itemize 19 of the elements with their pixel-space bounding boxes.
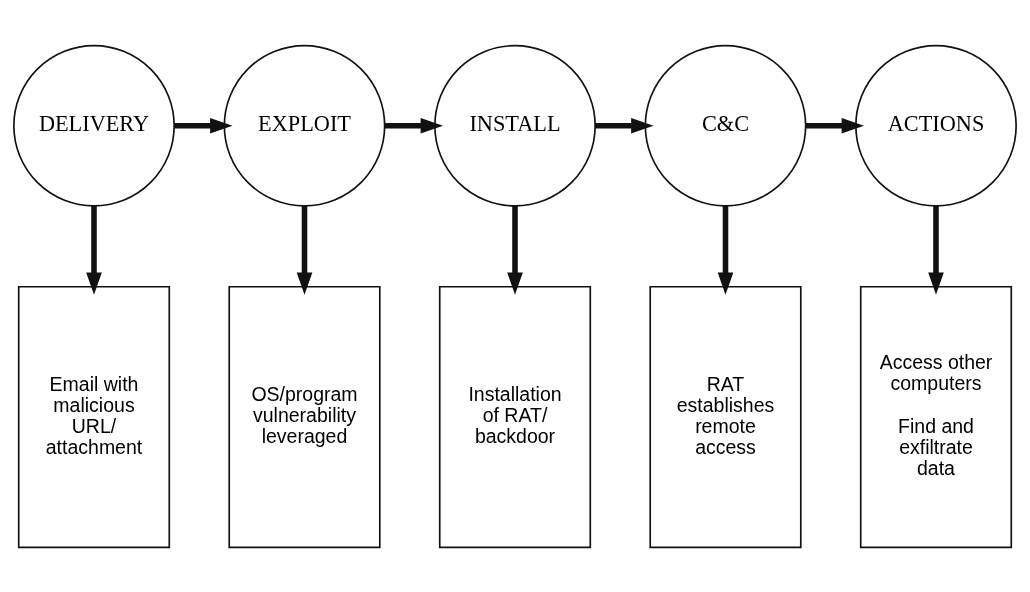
arrow bbox=[928, 205, 944, 295]
node-box: OS/program vulnerability leveraged bbox=[228, 285, 381, 548]
arrow bbox=[595, 117, 654, 134]
node-circle: ACTIONS bbox=[855, 44, 1017, 207]
node-circle: C&C bbox=[644, 44, 807, 207]
node-box: RAT establishes remote access bbox=[649, 285, 802, 548]
arrow bbox=[805, 117, 864, 134]
node-circle: EXPLOIT bbox=[223, 44, 386, 207]
node-box: Installation of RAT/ backdoor bbox=[438, 285, 592, 548]
arrow bbox=[86, 205, 102, 295]
arrow bbox=[296, 205, 313, 295]
node-box: Email with malicious URL/ attachment bbox=[17, 285, 171, 548]
arrow bbox=[384, 117, 443, 134]
node-circle: INSTALL bbox=[434, 44, 596, 207]
arrow bbox=[507, 205, 523, 295]
node-circle: DELIVERY bbox=[13, 44, 175, 207]
arrow bbox=[174, 117, 233, 134]
node-box: Access other computers Find and exfiltrate data bbox=[859, 285, 1013, 548]
arrow bbox=[717, 205, 734, 295]
